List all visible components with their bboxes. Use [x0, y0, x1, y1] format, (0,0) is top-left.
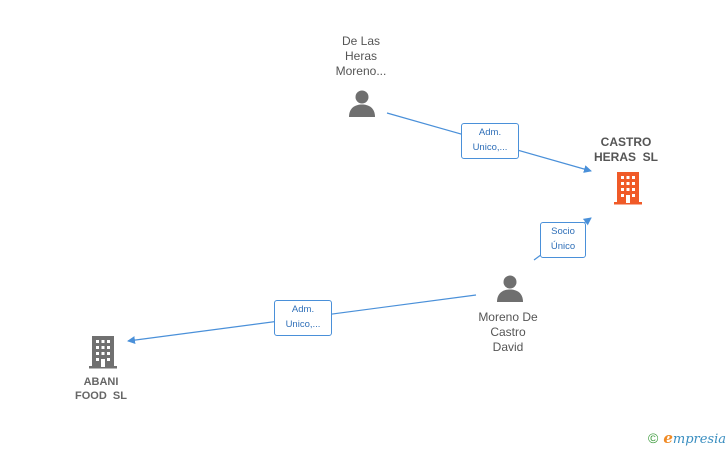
label-line: Moreno... [335, 64, 387, 78]
label-line: CASTRO [600, 135, 652, 149]
edge-label-line: Unico,... [285, 319, 321, 330]
brand-name: empresia [663, 429, 726, 447]
company-label-castro[interactable]: CASTRO HERAS SL [578, 135, 674, 165]
label-line: HERAS SL [593, 150, 658, 164]
label-line: Moreno De [478, 310, 538, 324]
edge-label-line: Adm. [478, 127, 502, 138]
brand-logo: © empresia [648, 429, 726, 447]
person-icon[interactable] [347, 88, 377, 118]
building-icon[interactable] [613, 171, 643, 205]
edge-label-line: Adm. [291, 304, 315, 315]
label-line: Heras [344, 49, 377, 63]
brand-rest: mpresia [672, 432, 727, 447]
building-icon[interactable] [88, 335, 118, 369]
label-line: Castro [490, 325, 526, 339]
label-line: De Las [341, 34, 381, 48]
company-label-abani[interactable]: ABANI FOOD SL [56, 375, 146, 403]
person-icon[interactable] [495, 273, 525, 303]
edge-label-line: Unico,... [472, 142, 508, 153]
edge-label-line: Único [550, 241, 576, 252]
brand-initial: e [663, 429, 673, 447]
label-line: FOOD SL [75, 390, 127, 402]
edge-label-moreno-castro[interactable]: Socio Único [540, 222, 586, 258]
label-line: David [492, 340, 524, 354]
person-label-delasheras[interactable]: De Las Heras Moreno... [316, 34, 406, 79]
label-line: ABANI [83, 376, 119, 388]
copyright-symbol: © [648, 430, 659, 446]
person-label-moreno[interactable]: Moreno De Castro David [463, 310, 553, 355]
edge-label-moreno-abani[interactable]: Adm. Unico,... [274, 300, 332, 336]
edge-label-delasheras-castro[interactable]: Adm. Unico,... [461, 123, 519, 159]
edge-label-line: Socio [551, 226, 575, 237]
